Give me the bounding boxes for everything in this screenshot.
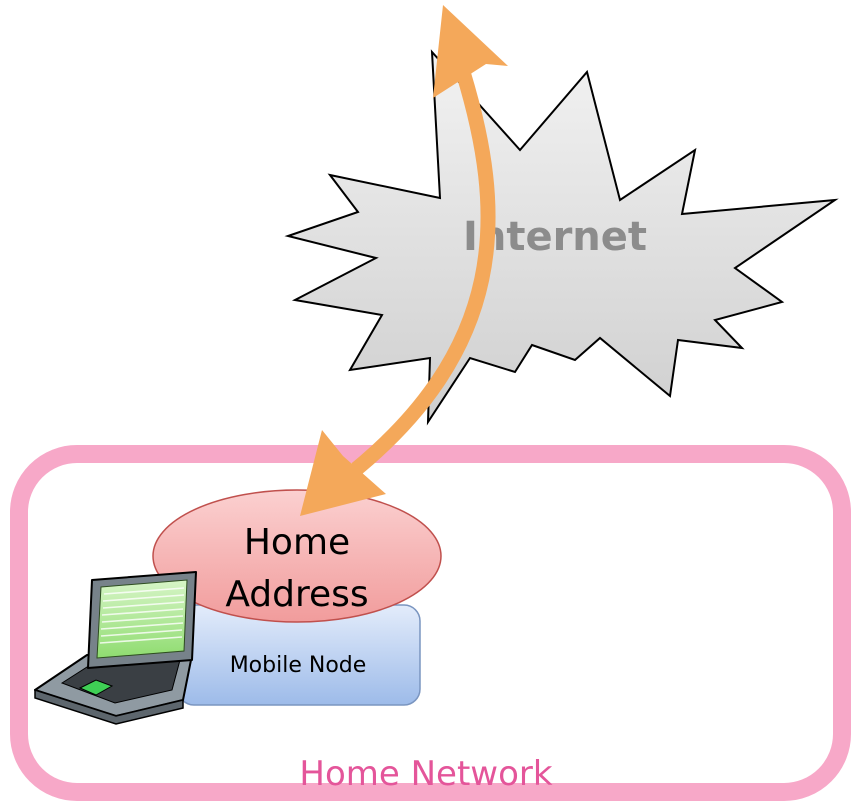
home-network-boundary: Home Network (10, 445, 851, 801)
arrow-shaft (332, 64, 496, 490)
home-network-border (10, 445, 851, 801)
home-address-line2: Address (225, 574, 368, 615)
home-address-ellipse: Home Address (152, 489, 442, 623)
internet-cloud-shape (284, 49, 839, 426)
home-address-line1: Home (244, 522, 350, 563)
home-address-shape (152, 489, 442, 623)
internet-cloud: Internet (284, 49, 839, 426)
laptop-touchpad (78, 679, 114, 696)
arrow-head-bottom (300, 430, 386, 516)
laptop-base-edge (34, 688, 184, 725)
laptop-icon (34, 571, 197, 725)
mobile-node-label: Mobile Node (230, 653, 367, 678)
home-network-label: Home Network (299, 754, 552, 794)
laptop-screen-lines (99, 587, 185, 644)
connection-arrow (300, 5, 508, 516)
arrow-head-top (433, 5, 508, 98)
